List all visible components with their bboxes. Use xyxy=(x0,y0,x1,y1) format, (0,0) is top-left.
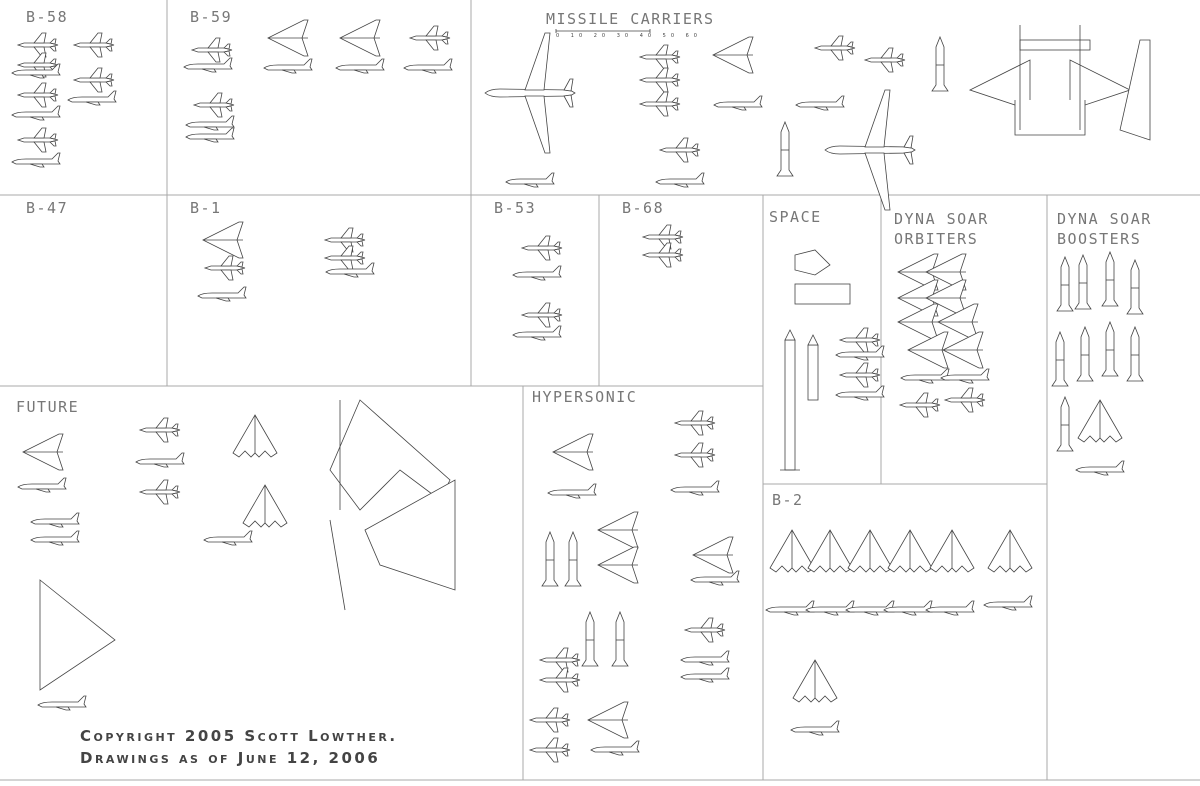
label-future: FUTURE xyxy=(16,398,80,416)
copyright-line: Copyright 2005 Scott Lowther. xyxy=(80,727,398,745)
label-dyna-soar-orbiters-line2: ORBITERS xyxy=(894,230,979,248)
scale-tick: 20 xyxy=(593,33,611,39)
label-b1: B-1 xyxy=(190,199,222,217)
label-hypersonic: HYPERSONIC xyxy=(532,388,638,406)
label-b58: B-58 xyxy=(26,8,69,26)
copyright-notice: Copyright 2005 Scott Lowther. Drawings a… xyxy=(80,725,398,769)
label-b47: B-47 xyxy=(26,199,69,217)
scale-tick: 60 xyxy=(685,33,702,39)
label-missile-carriers: MISSILE CARRIERS xyxy=(546,10,715,28)
scale-tick: 40 xyxy=(639,33,657,39)
label-b53: B-53 xyxy=(494,199,537,217)
scale-tick: 50 xyxy=(662,33,680,39)
scale-bar-labels: 0 10 20 30 40 50 60 xyxy=(556,33,702,39)
label-dyna-soar-boosters-line2: BOOSTERS xyxy=(1057,230,1142,248)
label-b59: B-59 xyxy=(190,8,233,26)
label-dyna-soar-orbiters-line1: DYNA SOAR xyxy=(894,210,989,228)
scale-tick: 30 xyxy=(616,33,634,39)
label-dyna-soar-boosters-line1: DYNA SOAR xyxy=(1057,210,1152,228)
label-b2: B-2 xyxy=(772,491,804,509)
scale-tick: 0 xyxy=(556,33,565,39)
scale-tick: 10 xyxy=(570,33,588,39)
drawings-date-line: Drawings as of June 12, 2006 xyxy=(80,749,381,767)
label-b68: B-68 xyxy=(622,199,665,217)
label-space: SPACE xyxy=(769,208,822,226)
